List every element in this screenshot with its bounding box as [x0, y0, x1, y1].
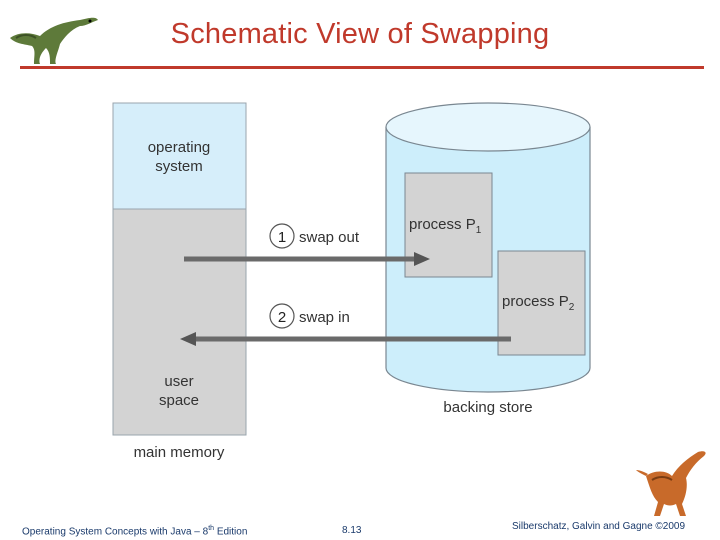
backing-store-label: backing store	[443, 399, 532, 416]
user-space-region	[112, 208, 247, 436]
step2-label: swap in	[299, 309, 350, 326]
footer-edition-suffix: Edition	[214, 526, 248, 538]
os-label-1: operating	[148, 139, 211, 156]
swap-in-arrow-head	[180, 332, 196, 346]
step1-number: 1	[278, 229, 286, 246]
footer-book-title-text: Operating System Concepts with Java – 8	[22, 526, 209, 538]
main-memory-label: main memory	[134, 444, 225, 461]
step1-circle	[269, 223, 295, 249]
step1-label: swap out	[299, 229, 360, 246]
title-divider	[20, 66, 704, 69]
user-label-1: user	[164, 373, 193, 390]
os-region	[112, 102, 247, 210]
step2-number: 2	[278, 309, 286, 326]
dinosaur-footer-icon	[636, 451, 706, 516]
process-p1-label: process P1	[409, 216, 482, 236]
footer-page-number: 8.13	[342, 525, 362, 536]
process-p2-box	[497, 250, 586, 356]
backing-store-top	[385, 102, 591, 152]
process-p2-label: process P2	[502, 293, 575, 313]
user-label-2: space	[159, 392, 199, 409]
footer-copyright: Silberschatz, Galvin and Gagne ©2009	[512, 521, 686, 532]
step2-circle	[269, 303, 295, 329]
dinosaur-logo-icon	[10, 17, 98, 65]
swap-out-arrow-head	[414, 252, 430, 266]
footer-edition-sup: th	[208, 525, 215, 532]
os-label-2: system	[155, 158, 203, 175]
footer-book-title: Operating System Concepts with Java – 8t…	[22, 525, 247, 537]
slide-title: Schematic View of Swapping	[170, 18, 550, 50]
